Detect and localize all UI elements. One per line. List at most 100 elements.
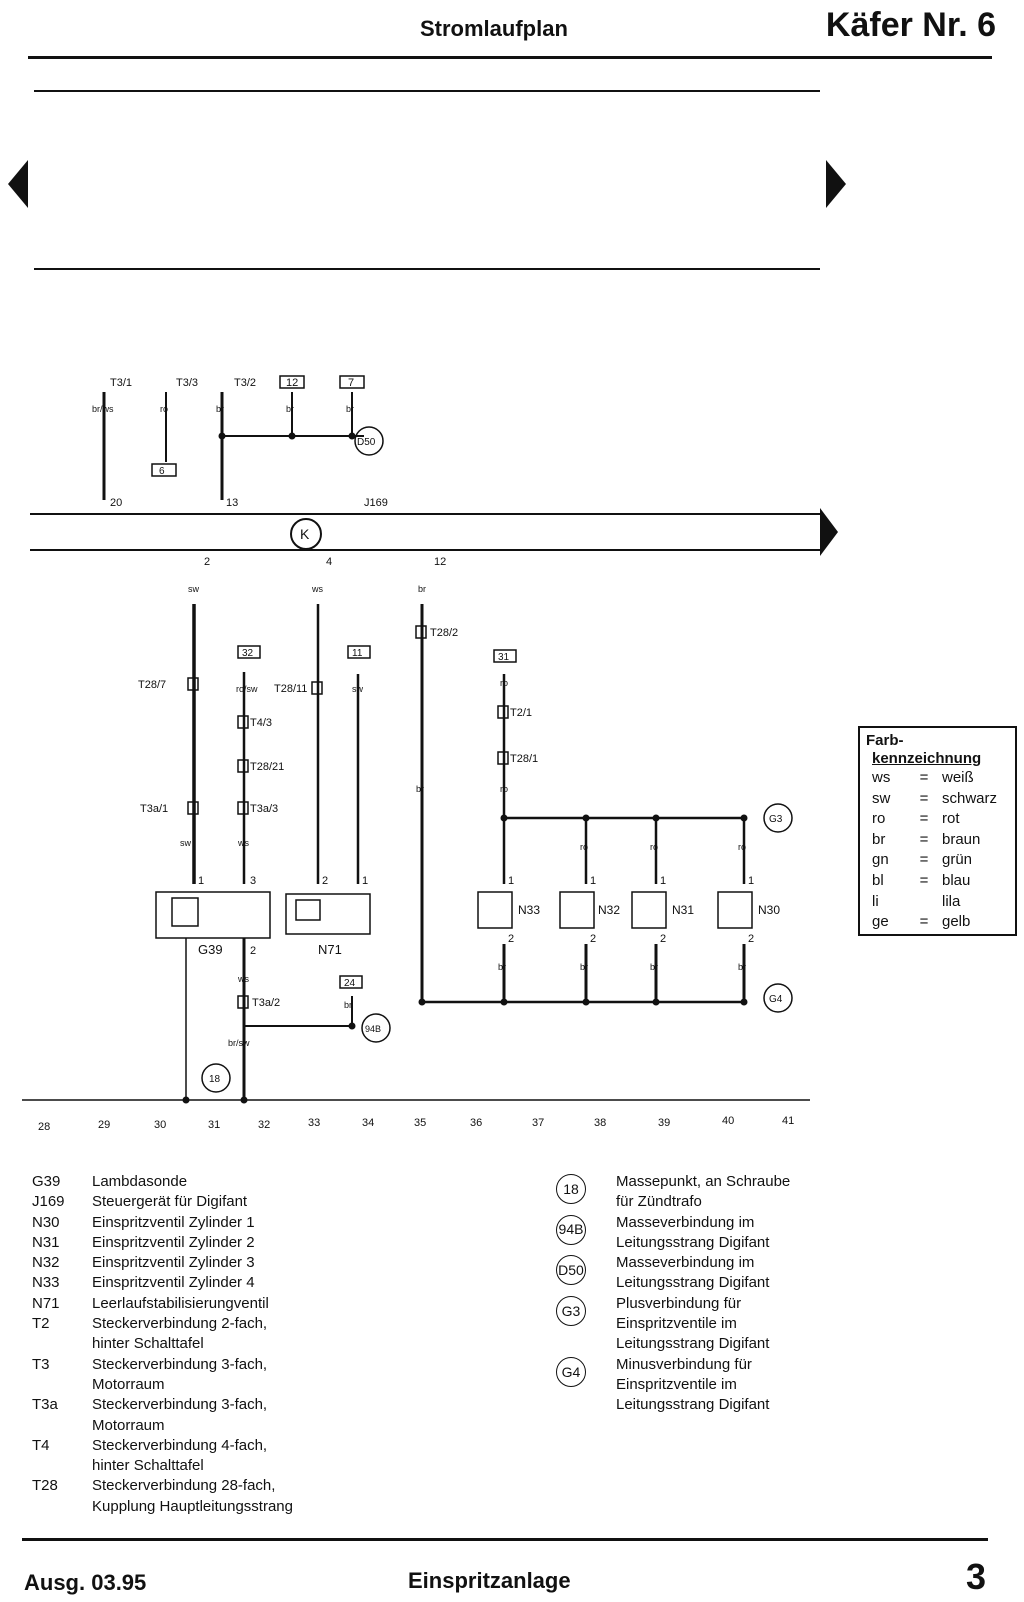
wire-br-label: br: [216, 404, 224, 414]
wire-brsw-label: br/sw: [228, 1038, 250, 1048]
t28-1-label: T28/1: [510, 753, 538, 765]
t3a-3-label: T3a/3: [250, 803, 278, 815]
page-title: Stromlaufplan: [420, 16, 568, 41]
track-number: 40: [722, 1115, 734, 1127]
wire-br-label: br: [418, 584, 426, 594]
wire-ro-label: ro: [650, 842, 658, 852]
wire-ro-label: ro: [500, 784, 508, 794]
ecu-label: J169: [364, 497, 388, 509]
ref-32-label: 32: [242, 648, 254, 659]
wire-ws-label: ws: [311, 584, 323, 594]
nav-rule-top: [34, 90, 820, 92]
track-number: 39: [658, 1117, 670, 1129]
legend-row: gn=grün: [872, 851, 973, 869]
track-number: 28: [38, 1121, 50, 1133]
wire-ro-label: ro: [160, 404, 168, 414]
legend-title: Farb-: [866, 732, 904, 749]
ground-badge: 18: [556, 1174, 586, 1204]
track-number: 38: [594, 1117, 606, 1129]
color-legend: Farb- kennzeichnung ws=weiß sw=schwarz r…: [858, 726, 1017, 936]
pin-1-label: 1: [508, 875, 514, 887]
pin-2-label: 2: [660, 933, 666, 945]
legend-row: bl=blau: [872, 871, 971, 889]
wire-br-label: br: [738, 962, 746, 972]
pin-1-label: 1: [660, 875, 666, 887]
wire-br-label: br: [346, 404, 354, 414]
wire-br-label: br: [416, 784, 424, 794]
valve-n33-label: N33: [518, 903, 540, 917]
header-rule: [28, 56, 992, 59]
next-page-arrow-icon[interactable]: [826, 160, 846, 208]
legend-row: ro=rot: [872, 810, 960, 828]
ground-badge: G4: [556, 1356, 586, 1387]
track-number: 36: [470, 1117, 482, 1129]
ground-badge: D50: [556, 1255, 586, 1286]
wire-sw-label: sw: [180, 838, 192, 848]
ref-12-label: 12: [286, 377, 298, 389]
model-title: Käfer Nr. 6: [825, 6, 996, 44]
g4-label: G4: [769, 994, 783, 1005]
wire-ws-label: ws: [237, 838, 249, 848]
prev-page-arrow-icon[interactable]: [8, 160, 28, 208]
valve-n30-label: N30: [758, 903, 780, 917]
footer-rule: [22, 1538, 988, 1541]
ref-11-label: 11: [352, 648, 363, 659]
pin-2-label: 2: [748, 933, 754, 945]
valve-n31-label: N31: [672, 903, 694, 917]
ref-6-label: 6: [159, 466, 165, 477]
t4-3-label: T4/3: [250, 717, 272, 729]
wire-ro-label: ro: [580, 842, 588, 852]
d50-label: D50: [357, 437, 376, 448]
page-number: 3: [965, 1556, 986, 1597]
track-number: 35: [414, 1117, 426, 1129]
pin-1-label: 1: [748, 875, 754, 887]
wire-sw-label: sw: [188, 584, 200, 594]
ref-7-label: 7: [348, 377, 354, 389]
valve-n32-label: N32: [598, 903, 620, 917]
pin-3-label: 3: [250, 875, 256, 887]
legend-title-underlined: kennzeichnung: [872, 750, 982, 767]
t3a-1-label: T3a/1: [140, 803, 168, 815]
ground-18-label: 18: [209, 1074, 221, 1085]
t28-21-label: T28/21: [250, 761, 284, 773]
section-label: Einspritzanlage: [408, 1568, 571, 1593]
track-number: 31: [208, 1119, 220, 1131]
pin-1-label: 1: [362, 875, 368, 887]
wire-ws-label: ws: [237, 974, 249, 984]
g39-label: G39: [198, 942, 223, 957]
pin-1-label: 1: [590, 875, 596, 887]
wire-br-label: br: [344, 1000, 352, 1010]
pin-2-label: 2: [250, 945, 256, 957]
pin-2-label: 2: [590, 933, 596, 945]
legend-row: ws=weiß: [872, 769, 974, 786]
ref-31-label: 31: [498, 652, 510, 663]
pin-2-label: 2: [322, 875, 328, 887]
track-number: 30: [154, 1119, 166, 1131]
pin-1-label: 1: [198, 875, 204, 887]
pin-13-label: 13: [226, 497, 238, 509]
t28-11-label: T28/11: [274, 683, 307, 695]
pin-20-label: 20: [110, 497, 122, 509]
pin-12-label: 12: [434, 556, 446, 568]
edition-label: Ausg. 03.95: [24, 1570, 147, 1595]
t3a-2-label: T3a/2: [252, 997, 280, 1009]
wire-br-label: br: [498, 962, 506, 972]
t28-7-label: T28/7: [138, 679, 166, 691]
